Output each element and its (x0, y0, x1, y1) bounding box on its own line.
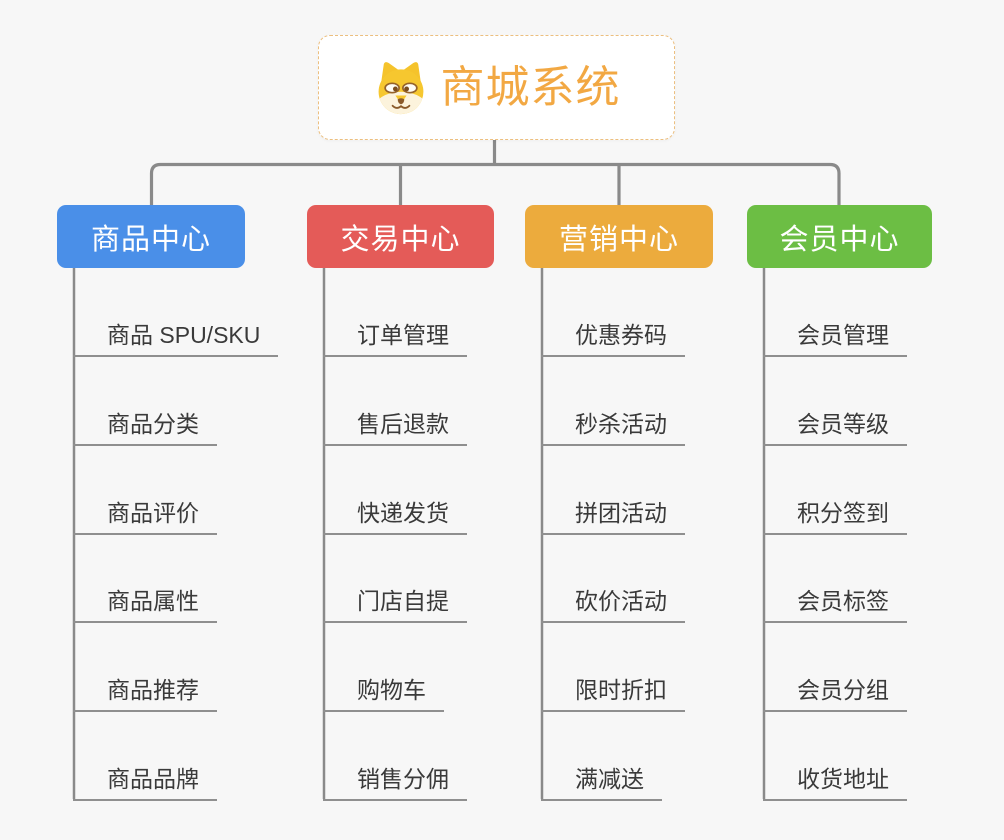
child-topic-label: 商品 SPU/SKU (107, 322, 261, 348)
child-topic[interactable]: 商品 SPU/SKU (73, 311, 279, 357)
child-topic[interactable]: 会员标签 (763, 577, 907, 623)
child-topic[interactable]: 砍价活动 (541, 577, 685, 623)
branch-node-4[interactable]: 会员中心 (747, 205, 932, 268)
child-topic-label: 销售分佣 (357, 766, 449, 792)
branch-node-1[interactable]: 商品中心 (57, 205, 245, 268)
child-topic-label: 售后退款 (357, 411, 449, 437)
child-topic-label: 秒杀活动 (575, 411, 667, 437)
child-topic[interactable]: 售后退款 (323, 400, 467, 446)
child-topic-label: 商品属性 (107, 588, 199, 614)
dog-face-icon (378, 61, 423, 114)
child-topic[interactable]: 优惠券码 (541, 311, 685, 357)
child-topic[interactable]: 商品推荐 (73, 666, 217, 712)
child-topic[interactable]: 会员管理 (763, 311, 907, 357)
child-topic[interactable]: 商品品牌 (73, 755, 217, 801)
child-topic-label: 砍价活动 (575, 588, 667, 614)
child-topic-label: 限时折扣 (575, 677, 667, 703)
branch-label: 商品中心 (90, 223, 211, 256)
root-title: 商城系统 (440, 62, 621, 112)
child-topic[interactable]: 积分签到 (763, 489, 907, 535)
child-topic-label: 购物车 (357, 677, 426, 703)
child-topic-label: 会员分组 (797, 677, 889, 703)
child-topic[interactable]: 秒杀活动 (541, 400, 685, 446)
child-topic[interactable]: 快递发货 (323, 489, 467, 535)
branch-label: 营销中心 (558, 223, 679, 256)
child-topic-label: 会员管理 (797, 322, 889, 348)
child-topic[interactable]: 商品属性 (73, 577, 217, 623)
child-topic[interactable]: 销售分佣 (323, 755, 467, 801)
child-topic-label: 满减送 (575, 766, 644, 792)
child-topic[interactable]: 满减送 (541, 755, 662, 801)
child-topic-label: 门店自提 (357, 588, 449, 614)
child-topic[interactable]: 收货地址 (763, 755, 907, 801)
branch-node-2[interactable]: 交易中心 (307, 205, 494, 268)
child-topic[interactable]: 限时折扣 (541, 666, 685, 712)
child-topic-label: 商品品牌 (107, 766, 199, 792)
child-topic-label: 订单管理 (357, 322, 449, 348)
child-topic[interactable]: 商品分类 (73, 400, 217, 446)
child-topic-label: 会员等级 (797, 411, 889, 437)
child-topic[interactable]: 购物车 (323, 666, 444, 712)
child-topic[interactable]: 会员等级 (763, 400, 907, 446)
branch-label: 会员中心 (779, 223, 900, 256)
child-topic-label: 商品推荐 (107, 677, 199, 703)
child-topic[interactable]: 商品评价 (73, 489, 217, 535)
root-node[interactable]: 商城系统 (318, 35, 675, 140)
child-topic[interactable]: 订单管理 (323, 311, 467, 357)
branch-label: 交易中心 (340, 223, 461, 256)
child-topic-label: 优惠券码 (575, 322, 667, 348)
child-topic-label: 积分签到 (797, 500, 889, 526)
child-topic[interactable]: 拼团活动 (541, 489, 685, 535)
child-topic-label: 快递发货 (357, 500, 449, 526)
child-topic-label: 商品分类 (107, 411, 199, 437)
child-topic-label: 商品评价 (107, 500, 199, 526)
child-topic[interactable]: 门店自提 (323, 577, 467, 623)
child-topic-label: 会员标签 (797, 588, 889, 614)
child-topic-label: 拼团活动 (575, 500, 667, 526)
branch-node-3[interactable]: 营销中心 (525, 205, 713, 268)
child-topic-label: 收货地址 (797, 766, 889, 792)
child-topic[interactable]: 会员分组 (763, 666, 907, 712)
